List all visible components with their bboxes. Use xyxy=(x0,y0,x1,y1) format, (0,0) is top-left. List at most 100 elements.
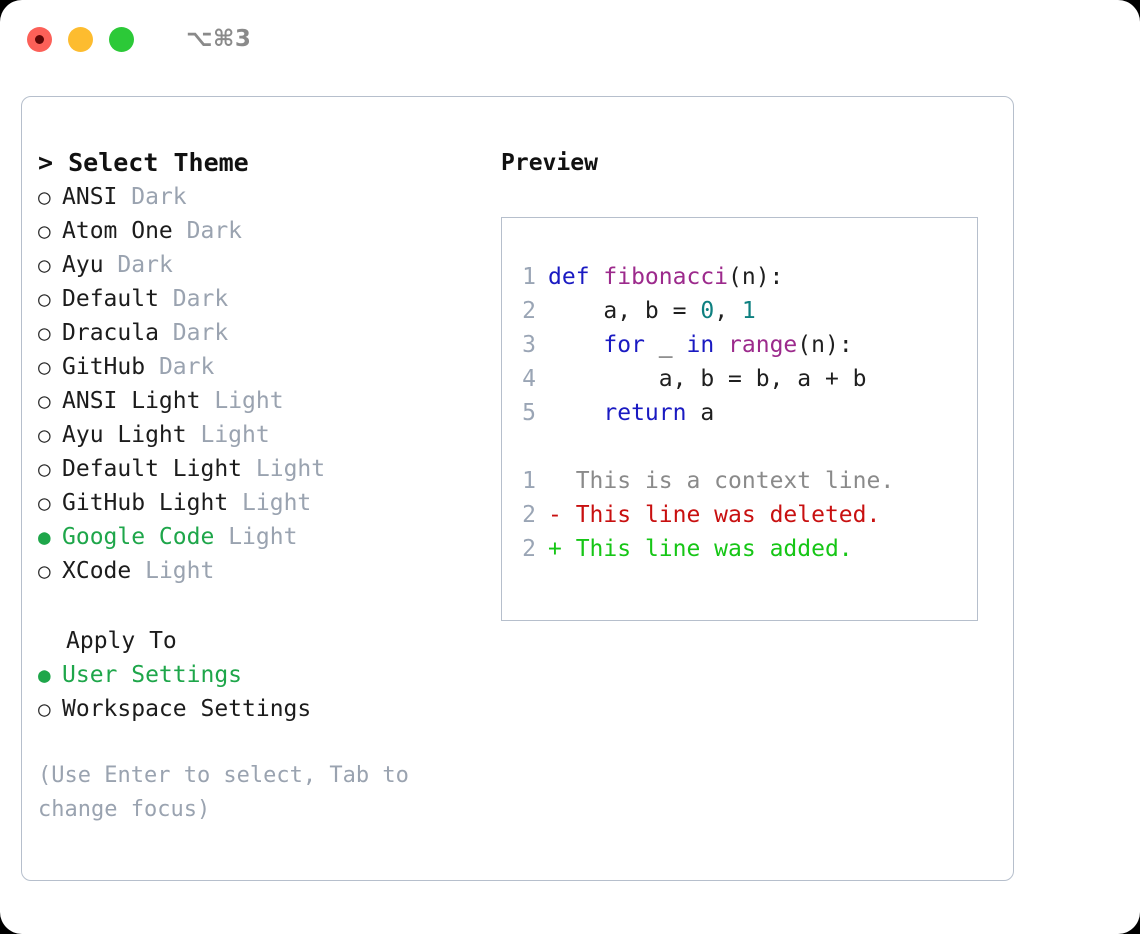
theme-option-ayu[interactable]: ○Ayu Dark xyxy=(38,248,488,282)
spacer xyxy=(200,384,214,418)
theme-name-label: Dracula xyxy=(62,320,159,346)
code-line: 4 a, b = b, a + b xyxy=(502,362,977,396)
spacer xyxy=(228,486,242,520)
theme-option-github[interactable]: ○GitHub Dark xyxy=(38,350,488,384)
theme-option-ayu-light[interactable]: ○ Ayu Light Light xyxy=(38,418,488,452)
theme-name-label: Default xyxy=(62,286,159,312)
theme-variant-label: Light xyxy=(255,456,326,482)
spacer xyxy=(214,520,228,554)
code-line-text: def fibonacci(n): xyxy=(548,260,783,294)
radio-selected-icon: ● xyxy=(38,663,51,687)
theme-name-label: ANSI Light xyxy=(62,388,201,414)
code-token-plain: a xyxy=(686,400,715,426)
theme-list: ○ANSI Dark○Atom One Dark○Ayu Dark○Defaul… xyxy=(38,180,488,588)
apply-to-label: Workspace Settings xyxy=(62,696,312,722)
apply-to-heading: Apply To xyxy=(66,628,177,654)
theme-variant-label: Light xyxy=(242,490,312,516)
theme-variant-label: Dark xyxy=(186,218,243,244)
code-token-kw: in xyxy=(686,332,715,358)
code-token-kw: for xyxy=(603,332,645,358)
spacer xyxy=(242,452,256,486)
diff-line-text: This line was added. xyxy=(575,536,853,562)
minimize-button[interactable] xyxy=(68,26,93,52)
theme-name-label: Ayu Light xyxy=(62,422,187,448)
maximize-button[interactable] xyxy=(109,26,134,52)
code-token-kw: def xyxy=(548,264,604,290)
code-sample: 1 def fibonacci(n):2 a, b = 0, 1 3 for _ i… xyxy=(502,260,977,430)
theme-variant-label: Dark xyxy=(158,354,215,380)
theme-option-atom-one[interactable]: ○Atom One Dark xyxy=(38,214,488,248)
spacer xyxy=(173,214,187,248)
radio-unselected-icon: ○ xyxy=(38,457,51,481)
code-line: 2 a, b = 0, 1 xyxy=(502,294,977,328)
close-button[interactable] xyxy=(27,26,52,52)
line-number: 3 xyxy=(522,332,536,358)
line-number: 5 xyxy=(522,400,536,426)
theme-option-ansi-light[interactable]: ○ ANSI Light Light xyxy=(38,384,488,418)
content-frame: > Select Theme ○ANSI Dark○Atom One Dark○… xyxy=(21,96,1014,881)
spacer xyxy=(145,350,159,384)
apply-to-label: User Settings xyxy=(62,662,243,688)
theme-variant-label: Dark xyxy=(131,184,187,210)
radio-unselected-icon: ○ xyxy=(38,355,51,379)
diff-line: 2 + This line was added. xyxy=(502,532,977,566)
radio-unselected-icon: ○ xyxy=(38,389,51,413)
theme-option-default[interactable]: ○Default Dark xyxy=(38,282,488,316)
spacer xyxy=(159,282,173,316)
theme-option-google-code[interactable]: ●Google Code Light xyxy=(38,520,488,554)
radio-unselected-icon: ○ xyxy=(38,423,51,447)
diff-line: 2- This line was deleted. xyxy=(502,498,977,532)
radio-unselected-icon: ○ xyxy=(38,697,51,721)
radio-unselected-icon: ○ xyxy=(38,491,51,515)
code-token-plain: a, b = b, a + b xyxy=(548,366,867,392)
theme-variant-label: Light xyxy=(228,524,298,550)
diff-marker-del: - xyxy=(548,502,576,528)
theme-option-dracula[interactable]: ○Dracula Dark xyxy=(38,316,488,350)
code-line-text: return a xyxy=(548,396,714,430)
theme-option-ansi[interactable]: ○ANSI Dark xyxy=(38,180,488,214)
apply-to-option-workspace-settings[interactable]: ○ Workspace Settings xyxy=(38,692,488,726)
apply-to-option-user-settings[interactable]: ● User Settings xyxy=(38,658,488,692)
keyboard-hint-text: (Use Enter to select, Tab to change focu… xyxy=(38,763,423,822)
diff-line: 1 This is a context line. xyxy=(502,464,977,498)
theme-name-label: Ayu xyxy=(62,252,104,278)
spacer xyxy=(187,418,201,452)
theme-variant-label: Light xyxy=(214,388,284,414)
diff-marker-add: + xyxy=(548,536,576,562)
code-line: 1 def fibonacci(n): xyxy=(502,260,977,294)
code-token-num: 0 xyxy=(700,298,715,324)
line-number: 1 xyxy=(522,264,536,290)
preview-heading: Preview xyxy=(501,150,598,176)
code-token-plain xyxy=(548,400,603,426)
code-token-plain: , xyxy=(714,298,742,324)
radio-selected-icon: ● xyxy=(38,525,51,549)
theme-option-github-light[interactable]: ○GitHub Light Light xyxy=(38,486,488,520)
line-number: 2 xyxy=(522,536,536,562)
spacer xyxy=(159,316,173,350)
line-number: 4 xyxy=(522,366,536,392)
spacer xyxy=(104,248,118,282)
theme-name-label: ANSI xyxy=(62,184,118,210)
theme-variant-label: Light xyxy=(145,558,215,584)
code-token-plain: (n): xyxy=(797,332,853,358)
diff-marker-ctx xyxy=(548,464,576,498)
theme-variant-label: Light xyxy=(200,422,270,448)
theme-option-default-light[interactable]: ○ Default Light Light xyxy=(38,452,488,486)
diff-line-text: This line was deleted. xyxy=(575,502,881,528)
theme-option-xcode[interactable]: ○ XCode Light xyxy=(38,554,488,588)
radio-unselected-icon: ○ xyxy=(38,219,51,243)
code-token-plain: (n): xyxy=(728,264,784,290)
code-line-text: for _ in range(n): xyxy=(548,328,853,362)
theme-name-label: Default Light xyxy=(62,456,243,482)
theme-variant-label: Dark xyxy=(117,252,173,278)
theme-name-label: XCode xyxy=(62,558,132,584)
diff-sample: 1 This is a context line.2- This line wa… xyxy=(502,464,977,566)
theme-variant-label: Dark xyxy=(172,286,229,312)
keyboard-shortcut-label: ⌥⌘3 xyxy=(186,26,252,52)
code-line-text: a, b = 0, 1 xyxy=(548,294,755,328)
code-token-plain: a, b = xyxy=(548,298,701,324)
radio-unselected-icon: ○ xyxy=(38,559,51,583)
code-token-kw: return xyxy=(603,400,687,426)
